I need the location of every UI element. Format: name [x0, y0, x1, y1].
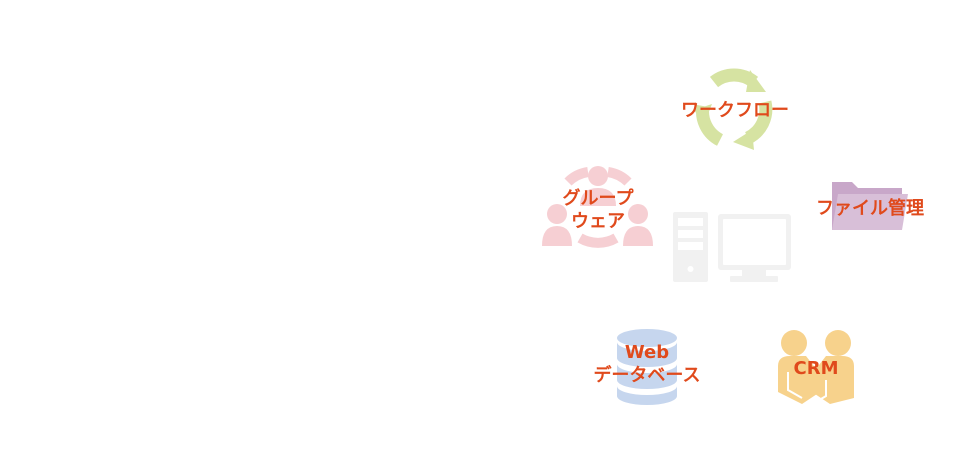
file-management-label: ファイル管理: [816, 198, 924, 219]
workflow-label: ワークフロー: [681, 100, 789, 121]
web-database-label: Web データベース: [593, 342, 701, 386]
groupware-node: グループ ウェア: [540, 162, 656, 248]
handshake-icon: [778, 330, 854, 404]
desktop-computer-icon: [673, 212, 791, 282]
people-group-icon: [542, 166, 653, 248]
web-database-node: Web データベース: [593, 328, 701, 408]
center-computer: [672, 210, 794, 285]
file-management-node: ファイル管理: [816, 182, 924, 232]
cycle-arrows-icon: [694, 68, 773, 150]
groupware-label: グループ ウェア: [562, 188, 634, 232]
database-icon: [617, 329, 677, 405]
crm-node: CRM: [776, 328, 858, 406]
folder-icon: [832, 182, 908, 230]
workflow-node: ワークフロー: [681, 68, 789, 150]
crm-label: CRM: [793, 358, 839, 379]
